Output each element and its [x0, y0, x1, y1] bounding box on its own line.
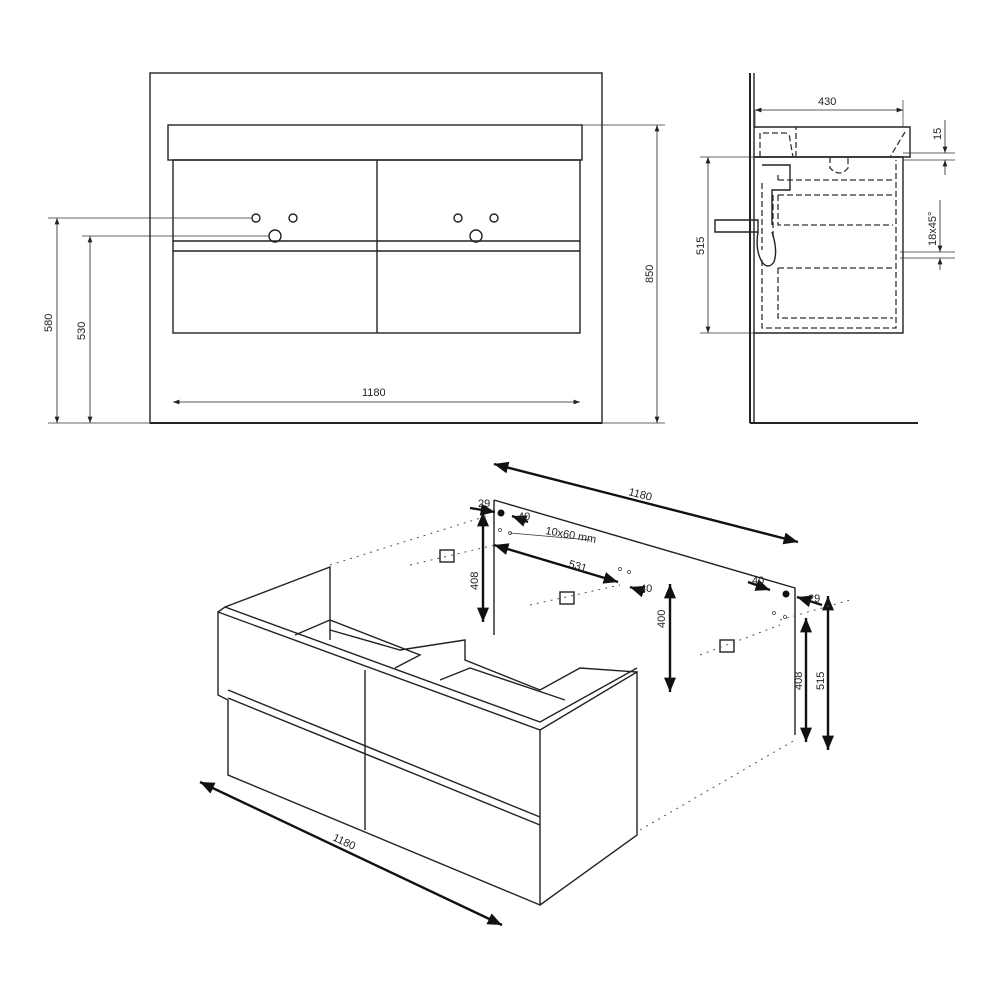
side-height-label: 515	[695, 237, 707, 255]
mid-distance-label: 531	[567, 558, 588, 575]
tap-height-580-label: 580	[43, 314, 55, 332]
side-depth-label: 430	[818, 96, 836, 108]
tap-holes	[251, 213, 499, 243]
side-top-gap-label: 15	[932, 128, 944, 140]
side-view: 430 15 515 18x45°	[695, 73, 955, 424]
height-mid-label: 400	[656, 610, 668, 628]
front-view: 1180 850 580 530	[43, 72, 665, 424]
front-width-label: 1180	[362, 387, 386, 399]
wall-brackets	[439, 549, 735, 653]
tap-height-530-label: 530	[76, 322, 88, 340]
offset-left-label: 29	[478, 498, 490, 510]
offset-right-label: 29	[808, 593, 820, 605]
hole-offset-left-label: 40	[518, 511, 530, 523]
panel-width-label: 1180	[627, 486, 653, 503]
height-panel-label: 515	[815, 672, 827, 690]
isometric-view: 1180 10x60 mm 29 40 531 40 40 29 408 400…	[199, 461, 851, 927]
hole-offset-mid-label: 40	[640, 583, 652, 595]
side-edge-label: 18x45°	[927, 212, 939, 246]
front-height-label: 850	[644, 265, 656, 283]
hole-offset-right-label: 40	[752, 575, 764, 587]
height-right-label: 408	[793, 672, 805, 690]
height-left-label: 408	[469, 572, 481, 590]
